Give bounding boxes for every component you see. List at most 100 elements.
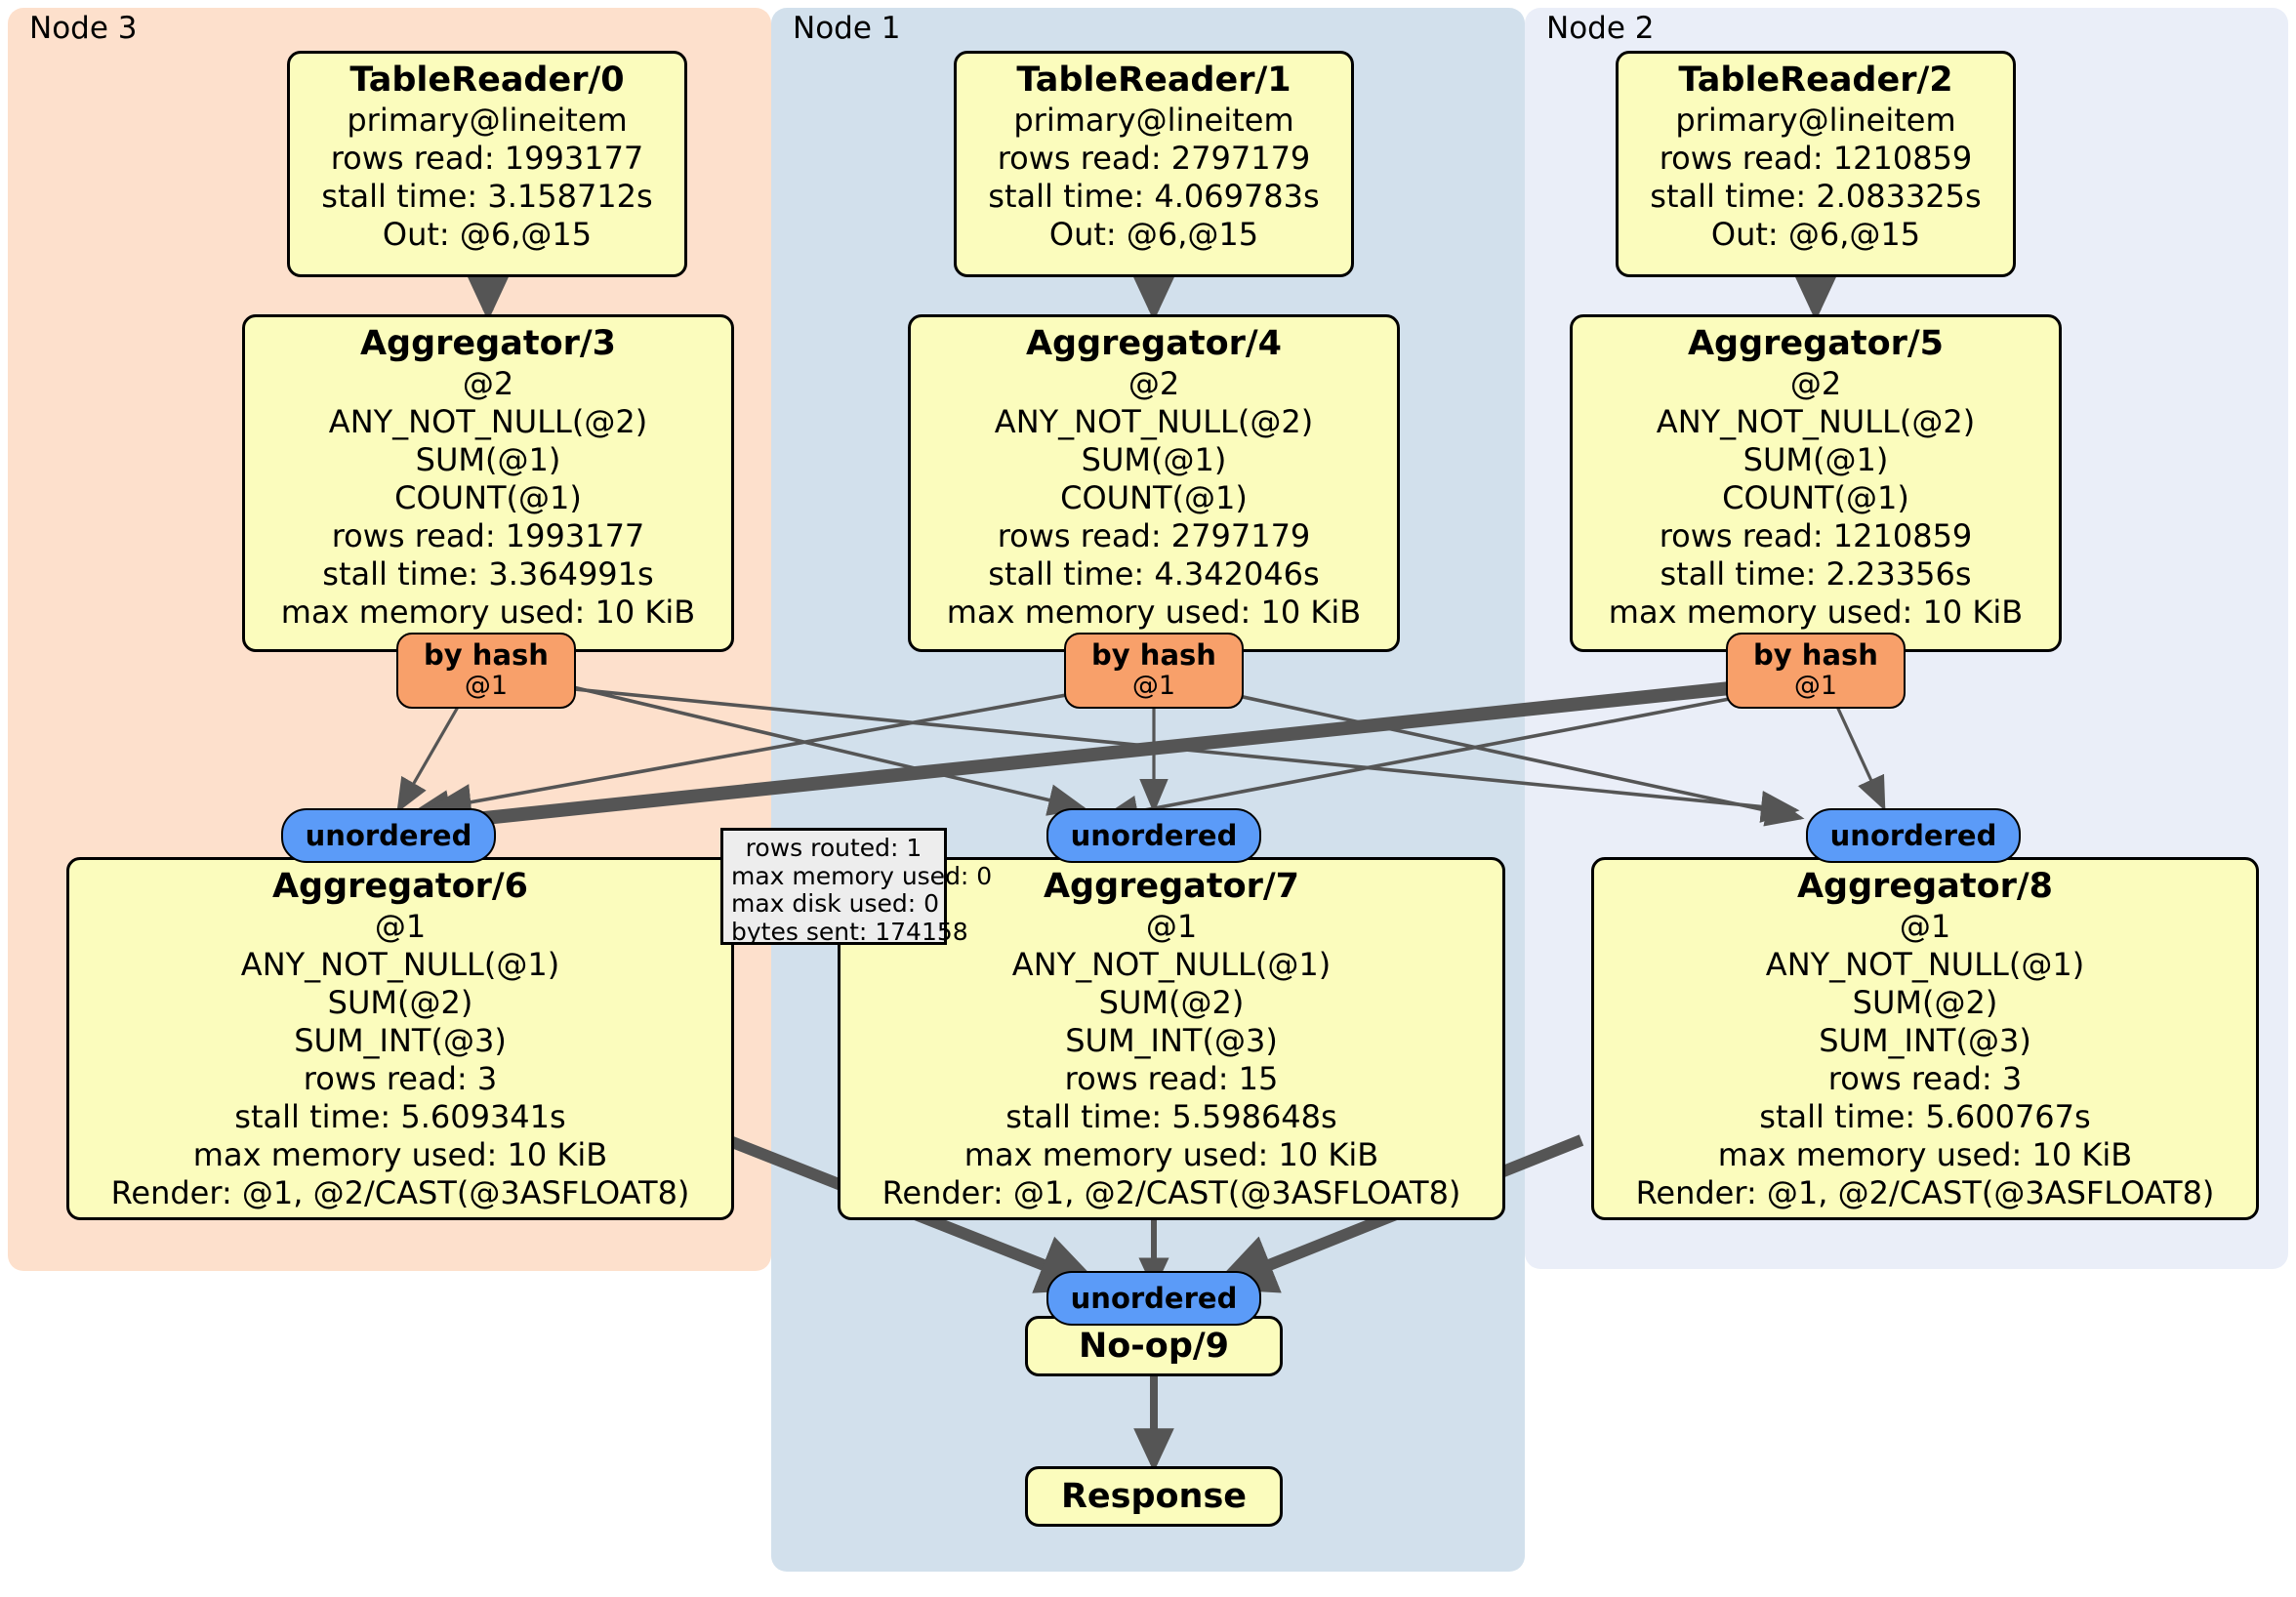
operator-title: Response	[1060, 1476, 1248, 1516]
operator-line: SUM_INT(@3)	[1819, 1021, 2031, 1059]
operator-line: SUM_INT(@3)	[1065, 1021, 1278, 1059]
operator-line: @2	[1128, 364, 1180, 402]
operator-aggregator-3[interactable]: Aggregator/3 @2 ANY_NOT_NULL(@2) SUM(@1)…	[242, 314, 734, 652]
operator-aggregator-8[interactable]: Aggregator/8 @1 ANY_NOT_NULL(@1) SUM(@2)…	[1591, 857, 2259, 1220]
operator-line: Render: @1, @2/CAST(@3ASFLOAT8)	[110, 1173, 690, 1211]
operator-table-reader-0[interactable]: TableReader/0 primary@lineitem rows read…	[287, 51, 687, 277]
operator-title: Aggregator/3	[359, 324, 617, 363]
operator-line: max memory used: 10 KiB	[1717, 1135, 2133, 1173]
operator-title: Aggregator/4	[1025, 324, 1283, 363]
operator-line: primary@lineitem	[347, 101, 628, 139]
synchronizer-unordered-final[interactable]: unordered	[1046, 1271, 1261, 1326]
operator-line: SUM_INT(@3)	[294, 1021, 507, 1059]
operator-line: SUM(@1)	[1081, 440, 1227, 478]
operator-line: SUM(@1)	[1742, 440, 1889, 478]
cluster-label-node-2: Node 2	[1546, 11, 1655, 46]
operator-line: @1	[1145, 907, 1198, 945]
operator-line: COUNT(@1)	[1722, 478, 1909, 516]
operator-line: rows read: 3	[1827, 1059, 2023, 1097]
operator-title: Aggregator/6	[271, 867, 529, 906]
router-label: by hash	[1753, 638, 1878, 673]
synchronizer-unordered-node-1[interactable]: unordered	[1046, 808, 1261, 863]
cluster-label-node-3: Node 3	[29, 11, 138, 46]
operator-line: rows read: 1210859	[1659, 516, 1973, 554]
operator-line: ANY_NOT_NULL(@2)	[1656, 402, 1976, 440]
router-by-hash-node-3[interactable]: by hash @1	[396, 633, 576, 709]
operator-line: COUNT(@1)	[1060, 478, 1248, 516]
operator-title: TableReader/2	[1678, 61, 1953, 100]
operator-aggregator-4[interactable]: Aggregator/4 @2 ANY_NOT_NULL(@2) SUM(@1)…	[908, 314, 1400, 652]
synchronizer-label: unordered	[305, 818, 472, 852]
cluster-label-node-1: Node 1	[793, 11, 901, 46]
operator-line: ANY_NOT_NULL(@2)	[328, 402, 648, 440]
operator-title: Aggregator/7	[1043, 867, 1300, 906]
operator-title: Aggregator/5	[1687, 324, 1945, 363]
synchronizer-unordered-node-3[interactable]: unordered	[281, 808, 496, 863]
stats-line: rows routed: 1	[745, 834, 922, 862]
operator-line: SUM(@2)	[1098, 983, 1245, 1021]
operator-line: ANY_NOT_NULL(@1)	[240, 945, 560, 983]
operator-line: stall time: 3.158712s	[321, 177, 653, 215]
stats-line: max memory used: 0	[731, 861, 993, 890]
router-column: @1	[1131, 671, 1176, 702]
operator-aggregator-6[interactable]: Aggregator/6 @1 ANY_NOT_NULL(@1) SUM(@2)…	[66, 857, 734, 1220]
operator-table-reader-1[interactable]: TableReader/1 primary@lineitem rows read…	[954, 51, 1354, 277]
router-label: by hash	[424, 638, 549, 673]
operator-line: @2	[1789, 364, 1842, 402]
stats-line: max disk used: 0	[731, 889, 940, 918]
operator-line: Render: @1, @2/CAST(@3ASFLOAT8)	[882, 1173, 1461, 1211]
operator-line: rows read: 2797179	[997, 516, 1311, 554]
operator-title: TableReader/1	[1016, 61, 1292, 100]
synchronizer-label: unordered	[1070, 1281, 1238, 1315]
operator-line: @1	[374, 907, 427, 945]
operator-response[interactable]: Response	[1025, 1466, 1283, 1527]
operator-line: max memory used: 10 KiB	[192, 1135, 608, 1173]
operator-line: rows read: 1993177	[330, 139, 644, 177]
operator-line: SUM(@2)	[1852, 983, 1998, 1021]
router-label: by hash	[1091, 638, 1216, 673]
operator-line: max memory used: 10 KiB	[1608, 593, 2024, 631]
operator-line: rows read: 3	[303, 1059, 498, 1097]
operator-line: stall time: 4.342046s	[988, 554, 1320, 593]
synchronizer-unordered-node-2[interactable]: unordered	[1806, 808, 2021, 863]
synchronizer-label: unordered	[1070, 818, 1238, 852]
operator-line: @2	[462, 364, 514, 402]
operator-aggregator-5[interactable]: Aggregator/5 @2 ANY_NOT_NULL(@2) SUM(@1)…	[1570, 314, 2062, 652]
operator-line: rows read: 2797179	[997, 139, 1311, 177]
operator-line: rows read: 15	[1064, 1059, 1279, 1097]
operator-line: rows read: 1993177	[331, 516, 645, 554]
operator-line: primary@lineitem	[1013, 101, 1294, 139]
operator-line: max memory used: 10 KiB	[280, 593, 696, 631]
operator-line: stall time: 5.609341s	[234, 1097, 566, 1135]
operator-line: ANY_NOT_NULL(@2)	[994, 402, 1314, 440]
operator-line: SUM(@2)	[327, 983, 473, 1021]
operator-title: Aggregator/8	[1796, 867, 2054, 906]
router-by-hash-node-1[interactable]: by hash @1	[1064, 633, 1244, 709]
operator-line: Render: @1, @2/CAST(@3ASFLOAT8)	[1635, 1173, 2215, 1211]
stats-line: bytes sent: 174158	[731, 917, 968, 946]
operator-line: rows read: 1210859	[1659, 139, 1973, 177]
operator-line: ANY_NOT_NULL(@1)	[1011, 945, 1332, 983]
operator-line: Out: @6,@15	[1048, 215, 1259, 253]
operator-line: max memory used: 10 KiB	[964, 1135, 1379, 1173]
operator-line: COUNT(@1)	[394, 478, 582, 516]
router-column: @1	[464, 671, 509, 702]
operator-line: stall time: 5.598648s	[1005, 1097, 1337, 1135]
operator-line: max memory used: 10 KiB	[946, 593, 1362, 631]
operator-line: primary@lineitem	[1675, 101, 1956, 139]
operator-title: No-op/9	[1078, 1326, 1230, 1366]
router-stats-tooltip: rows routed: 1 max memory used: 0 max di…	[720, 828, 993, 946]
operator-line: ANY_NOT_NULL(@1)	[1765, 945, 2085, 983]
router-by-hash-node-2[interactable]: by hash @1	[1726, 633, 1906, 709]
operator-title: TableReader/0	[349, 61, 625, 100]
operator-line: stall time: 2.083325s	[1650, 177, 1982, 215]
operator-line: Out: @6,@15	[1710, 215, 1921, 253]
operator-line: @1	[1899, 907, 1951, 945]
router-column: @1	[1793, 671, 1838, 702]
operator-line: Out: @6,@15	[382, 215, 593, 253]
synchronizer-label: unordered	[1829, 818, 1997, 852]
operator-line: stall time: 2.23356s	[1660, 554, 1972, 593]
operator-line: SUM(@1)	[415, 440, 561, 478]
operator-table-reader-2[interactable]: TableReader/2 primary@lineitem rows read…	[1616, 51, 2016, 277]
